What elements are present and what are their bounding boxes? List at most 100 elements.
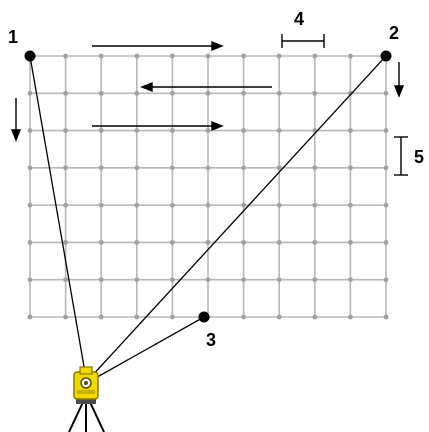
grid-point [312,277,318,283]
arrow-left-row-2 [140,81,272,93]
grid-point [63,314,68,320]
grid-point [205,128,211,133]
grid-point [312,90,318,96]
grid-point [98,128,104,133]
horizontal-spacing-marker [281,34,325,48]
grid-point [27,314,33,320]
grid-point [276,202,282,208]
grid-point [383,128,389,133]
scan-direction-arrows [10,40,405,142]
label-point-1: 1 [8,27,18,47]
sight-line-to-point-2 [89,55,387,379]
grid-point [276,277,282,283]
label-horizontal-spacing: 4 [294,9,304,29]
arrow-down-right [393,62,405,98]
grid-point [348,53,353,59]
grid-point [348,277,353,283]
point-1-marker [24,50,36,62]
point-2-marker [380,50,392,62]
grid-point [63,277,68,283]
sight-lines [29,55,387,381]
grid-point [276,53,282,59]
grid-point [383,277,389,283]
grid-point [348,314,353,320]
grid-point [205,53,211,59]
grid-point [276,90,282,96]
arrow-right-row-3 [92,120,224,132]
grid-point [134,240,140,245]
grid-point [241,277,247,283]
grid-point [63,202,68,208]
grid-point [241,314,247,320]
grid-point [134,53,140,59]
grid-point [276,128,282,133]
label-point-3: 3 [206,330,216,350]
grid-point [383,202,389,208]
grid-point [205,90,211,96]
vertical-spacing-marker [394,136,408,176]
grid-point [27,90,33,96]
grid-point [170,53,175,59]
grid-point [241,90,247,96]
grid-point [170,240,175,245]
grid-point [170,202,175,208]
grid-point [27,165,33,171]
grid-point [383,314,389,320]
grid-point [27,277,33,283]
grid-point [134,314,140,320]
grid-point [98,314,104,320]
grid-point [276,240,282,245]
grid-point [348,128,353,133]
arrow-down-left [10,98,22,142]
grid-point [63,165,68,171]
grid-point [348,90,353,96]
grid-point [63,128,68,133]
grid-point [383,165,389,171]
grid-point [134,165,140,171]
scan-grid-points [27,53,389,320]
grid-point [241,128,247,133]
grid-point [98,240,104,245]
grid-point [241,53,247,59]
arrow-right-row-1 [92,40,224,52]
grid-point [170,165,175,171]
grid-point [383,90,389,96]
grid-point [312,314,318,320]
grid-point [276,314,282,320]
grid-point [276,165,282,171]
grid-point [63,53,68,59]
tripod-icon [68,399,105,432]
grid-point [63,240,68,245]
grid-point [98,90,104,96]
grid-point [383,240,389,245]
grid-point [134,202,140,208]
grid-point [98,277,104,283]
grid-point [134,128,140,133]
grid-point [312,240,318,245]
grid-point [348,165,353,171]
grid-point [170,90,175,96]
grid-point [205,277,211,283]
grid-point [27,128,33,133]
label-point-2: 2 [389,23,399,43]
grid-point [98,202,104,208]
grid-point [241,202,247,208]
grid-point [205,240,211,245]
grid-point [134,90,140,96]
grid-point [241,165,247,171]
sight-line-to-point-1 [29,55,87,379]
grid-point [348,202,353,208]
grid-point [205,202,211,208]
grid-point [98,165,104,171]
sight-line-to-point-3 [91,316,205,381]
grid-point [312,53,318,59]
grid-point [312,165,318,171]
grid-point [170,277,175,283]
grid-point [170,128,175,133]
grid-point [27,202,33,208]
grid-point [205,165,211,171]
grid-point [312,202,318,208]
grid-point [134,277,140,283]
grid-point [348,240,353,245]
